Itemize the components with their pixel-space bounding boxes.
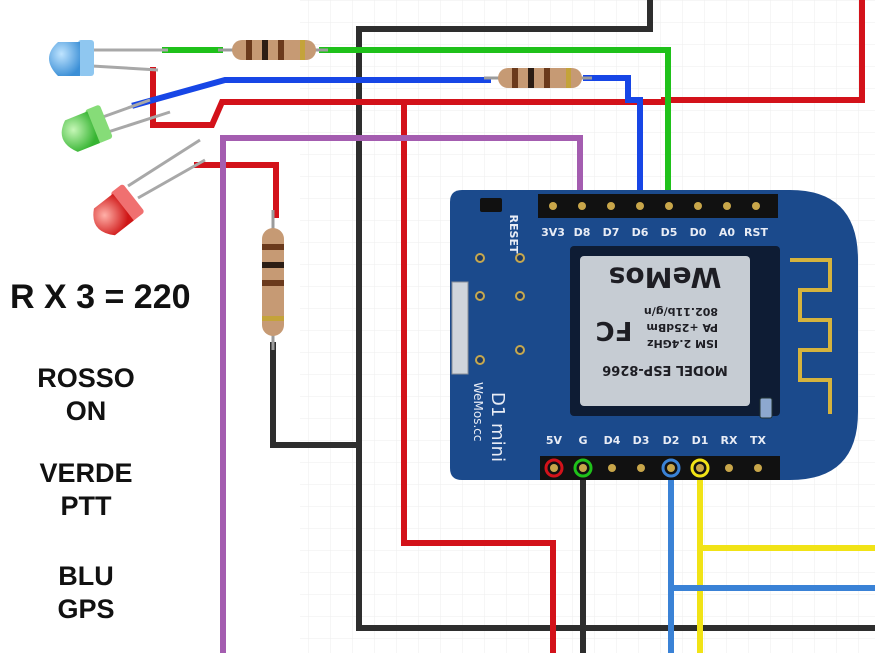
resistor-blue [484,68,592,88]
board-brand-label: WeMos.cc [471,382,485,442]
pin-label-tx: TX [750,434,767,447]
pin-label-d7: D7 [603,226,620,239]
pin-label-d6: D6 [632,226,649,239]
pin-label-d2: D2 [663,434,680,447]
wire-blue [131,75,643,208]
board-name-label: D1 mini [487,392,508,462]
pin-label-rst: RST [744,226,768,239]
led-indicator [759,397,773,419]
pin-label-d1: D1 [692,434,709,447]
pin-label-d5: D5 [661,226,678,239]
legend-blue-function: GPS [57,594,115,624]
d1-mini-board [450,190,858,480]
bottom-header: 5V G D4 D3 D2 D1 RX TX [540,434,780,480]
usb-port [451,281,469,375]
wire-red-led [150,67,667,128]
led-red [93,138,206,236]
pin-label-a0: A0 [719,226,736,239]
pin-label-d3: D3 [633,434,650,447]
wire-green [162,47,671,208]
legend-red-function: ON [65,396,107,426]
legend-green-color: VERDE [39,458,133,488]
pin-label-g: G [578,434,587,447]
chip-wemos-logo: WeMos [609,261,722,294]
antenna [790,258,832,414]
chip-ism-text: ISM 2.4GHz [647,337,718,350]
chip-wifi-text: 802.11b/g/n [644,305,718,318]
wire-black-resistor [270,342,362,448]
legend-green: VERDE PTT [6,457,166,523]
resistor-red [262,210,284,350]
pin-label-d8: D8 [574,226,591,239]
legend-red: ROSSO ON [6,362,166,428]
legend-green-function: PTT [60,491,112,521]
pin-label-5v: 5V [546,434,563,447]
pin-label-d4: D4 [604,434,621,447]
wire-lightblue [668,467,875,653]
reset-button [480,198,502,212]
pin-label-rx: RX [721,434,738,447]
chip-fc-mark: FC [596,315,633,345]
legend-blue: BLU GPS [6,560,166,626]
legend-red-color: ROSSO [37,363,135,393]
resistor-formula: R X 3 = 220 [10,278,191,316]
wire-red-top-right [661,0,865,103]
led-green [61,98,171,152]
led-blue [49,40,168,76]
pin-label-d0: D0 [690,226,707,239]
legend-blue-color: BLU [58,561,114,591]
chip-model-text: MODEL ESP-8266 [602,362,728,377]
wire-red-resistor [194,162,279,218]
reset-label: RESET [507,215,520,254]
wire-black-top [356,0,875,631]
esp-chip [580,256,750,406]
wire-red-5v [401,99,556,653]
wire-yellow [697,467,875,653]
pin-label-3v3: 3V3 [541,226,565,239]
chip-pa-text: PA +25dBm [646,321,718,334]
wire-purple [220,135,583,653]
resistor-green [218,40,328,60]
top-header: 3V3 D8 D7 D6 D5 D0 A0 RST [538,194,778,239]
